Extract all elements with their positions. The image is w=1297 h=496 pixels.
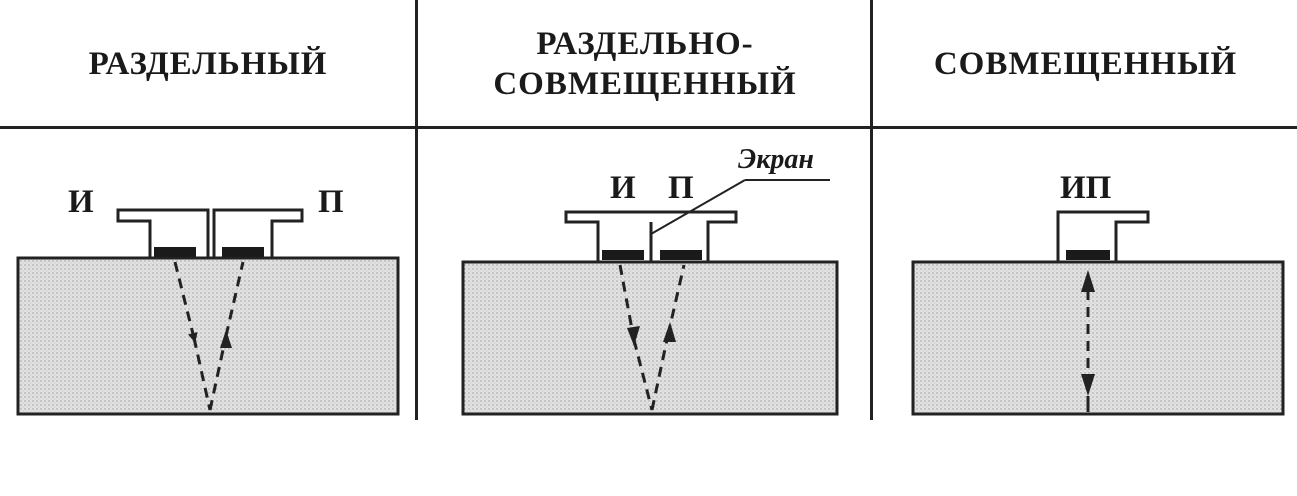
beam-path-1 xyxy=(173,261,245,411)
callout-line xyxy=(650,179,746,235)
arrow-down-3 xyxy=(1081,374,1095,396)
arrow-up-3 xyxy=(1081,270,1095,292)
title-line: РАЗДЕЛЬНЫЙ xyxy=(88,46,328,82)
transducer-combined-3 xyxy=(1056,210,1150,264)
transducer-receiver-1 xyxy=(212,208,304,260)
arrow-down-2 xyxy=(627,326,640,346)
label-emitter-2: И xyxy=(610,170,636,206)
transducer-dual-2 xyxy=(564,210,738,264)
label-receiver-2: П xyxy=(668,170,694,206)
label-screen-callout: Экран xyxy=(738,144,814,175)
beam-path-2 xyxy=(618,264,686,411)
arrow-up-2 xyxy=(663,322,676,342)
header-divider xyxy=(0,126,1297,129)
title-line: СОВМЕЩЕННЫЙ xyxy=(493,66,797,102)
arrow-up-1 xyxy=(220,330,232,348)
label-combined-3: ИП xyxy=(1060,170,1112,206)
label-emitter-1: И xyxy=(68,184,94,220)
test-block-1 xyxy=(16,256,400,416)
title-line: СОВМЕЩЕННЫЙ xyxy=(933,46,1238,82)
column-divider-2 xyxy=(870,0,873,420)
title-line: РАЗДЕЛЬНО- xyxy=(536,26,754,62)
column-divider-1 xyxy=(415,0,418,420)
label-receiver-1: П xyxy=(318,184,344,220)
column-title-separate-combined: РАЗДЕЛЬНО- СОВМЕЩЕННЫЙ xyxy=(419,0,871,128)
column-title-combined: СОВМЕЩЕННЫЙ xyxy=(874,0,1297,128)
test-block-2 xyxy=(461,260,839,416)
column-title-separate: РАЗДЕЛЬНЫЙ xyxy=(0,0,416,128)
transducer-emitter-1 xyxy=(116,208,210,260)
test-block-3 xyxy=(911,260,1285,416)
